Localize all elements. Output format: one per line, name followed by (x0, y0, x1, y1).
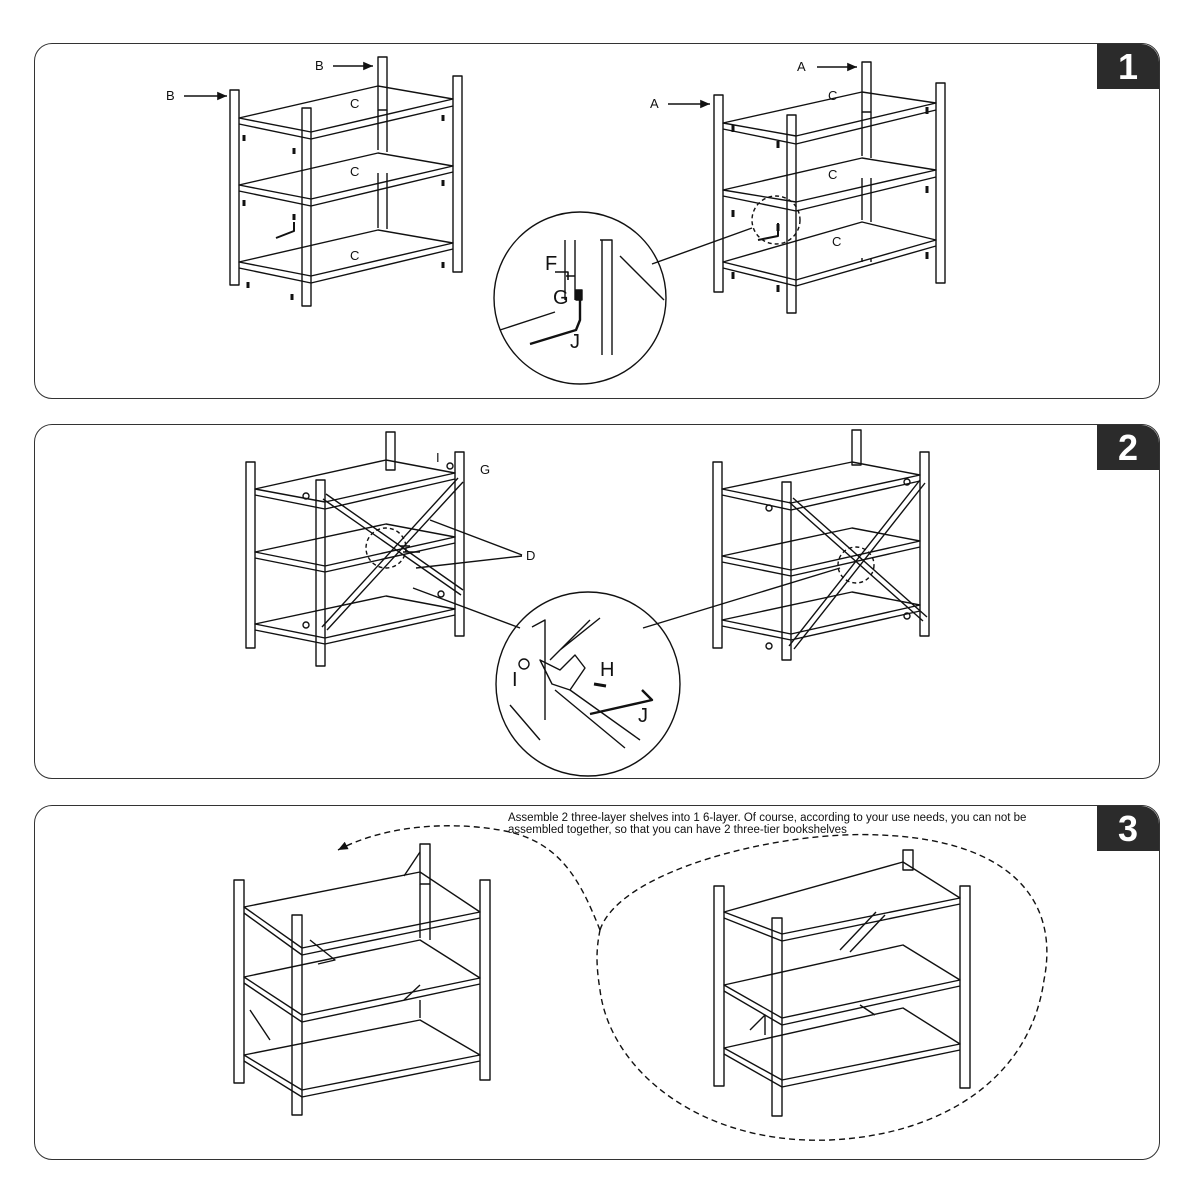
label-H: H (600, 659, 614, 681)
step1-zoom-detail (493, 211, 667, 385)
label-J: J (570, 331, 580, 353)
label-G: G (553, 287, 569, 309)
label-I: I (436, 450, 440, 465)
label-B-top: B (315, 58, 324, 73)
label-J2: J (638, 705, 648, 727)
step-2-panel: 2 (34, 424, 1160, 779)
step3-left-shelf (233, 843, 491, 1116)
label-C-1: C (350, 96, 359, 111)
step-2-number: 2 (1097, 425, 1159, 470)
label-C-2: C (350, 164, 359, 179)
step2-right-shelf (412, 429, 930, 661)
label-C-5: C (828, 167, 837, 182)
step-3-number: 3 (1097, 806, 1159, 851)
step-1-panel: 1 (34, 43, 1160, 399)
label-B-side: B (166, 88, 175, 103)
label-C-3: C (350, 248, 359, 263)
step2-left-shelf (245, 431, 523, 667)
step3-right-shelf (337, 825, 1048, 1141)
step1-left-shelf (229, 56, 463, 307)
label-A-top: A (797, 59, 806, 74)
label-C-6: C (832, 234, 841, 249)
step1-right-shelf (651, 61, 946, 314)
label-F: F (545, 253, 557, 275)
step-3-panel: 3 (34, 805, 1160, 1160)
label-D: D (526, 548, 535, 563)
label-G2: G (480, 462, 490, 477)
label-C-4: C (828, 88, 837, 103)
label-A-side: A (650, 96, 659, 111)
label-I-zoom: I (512, 669, 518, 691)
step-3-note: Assemble 2 three-layer shelves into 1 6-… (508, 812, 1027, 836)
step2-zoom-detail (495, 591, 681, 777)
step-1-number: 1 (1097, 44, 1159, 89)
